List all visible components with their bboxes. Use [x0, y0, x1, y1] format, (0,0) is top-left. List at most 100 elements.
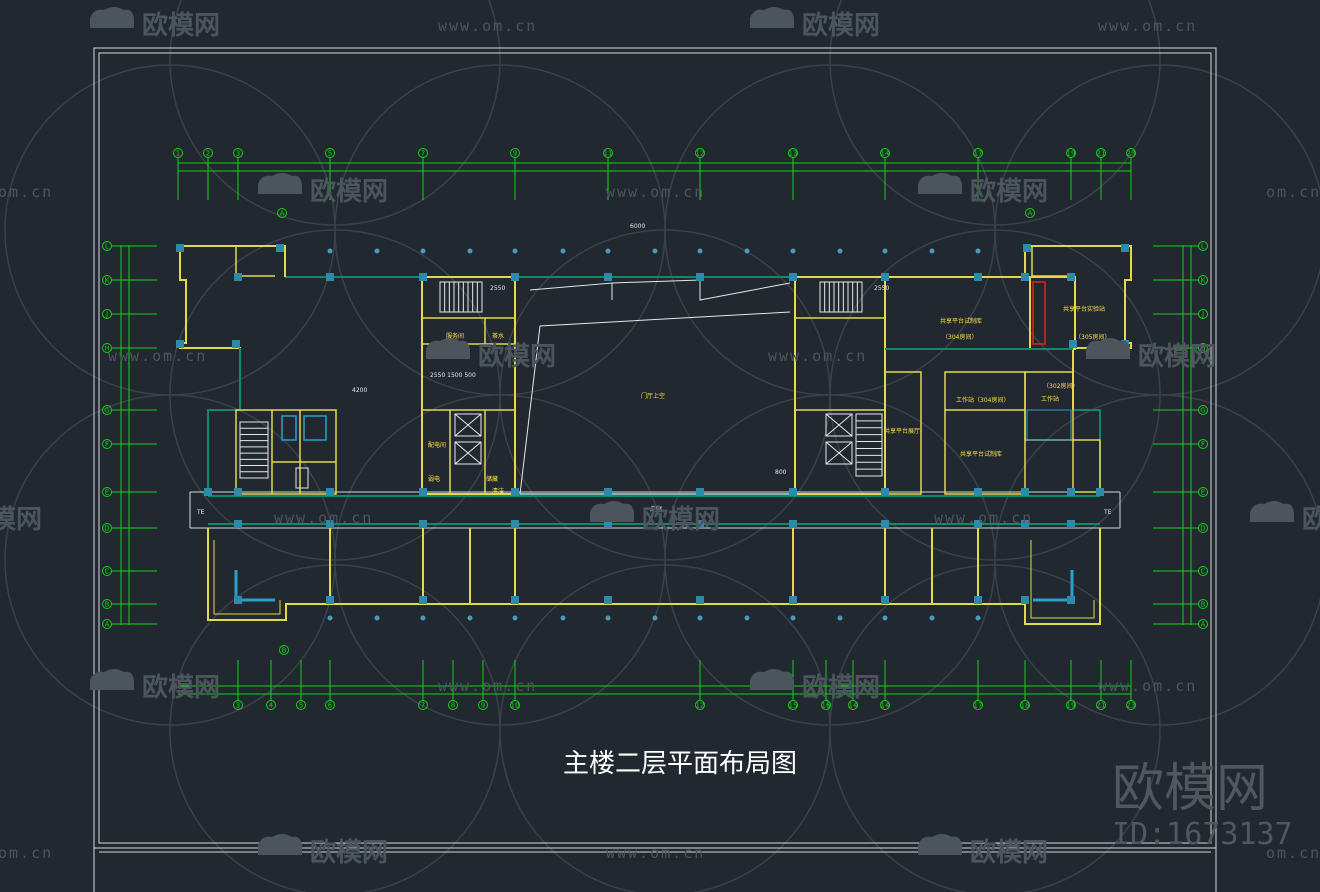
axis-bubble-left [102, 487, 112, 497]
watermark-brand: 欧模网 [918, 834, 1048, 868]
axis-bubble-bottom-label: 3 [236, 702, 240, 710]
watermark-brand-text: 欧模网 [142, 10, 220, 41]
axis-bubble-bottom [1066, 700, 1076, 710]
column-marker [467, 248, 473, 254]
axis-bubble-right [1198, 599, 1208, 609]
column-marker [929, 615, 935, 621]
dimension-lines [120, 162, 1192, 695]
column-marker [560, 615, 566, 621]
sofa-logo-icon [918, 173, 962, 194]
stair-tag-west: 2550 [490, 285, 505, 292]
axis-bubble-top [1096, 148, 1106, 158]
axis-bubble-bottom [1096, 700, 1106, 710]
axis-bubble-bottom-label: 5 [299, 702, 303, 710]
watermark-brand: 欧模网 [1250, 501, 1320, 535]
axis-bubble-top-label: 5 [328, 150, 332, 158]
axis-bubble-top [880, 148, 890, 158]
column-marker [420, 615, 426, 621]
axis-bubble-bottom-label: 10 [511, 702, 520, 710]
axis-bubble-right-label: F [1201, 441, 1205, 449]
column-marker [420, 248, 426, 254]
column-marker [652, 615, 658, 621]
column-marker [975, 615, 981, 621]
column [604, 520, 612, 528]
axis-bubble-left-label: H [104, 345, 109, 353]
sofa-logo-icon [90, 7, 134, 28]
column [604, 596, 612, 604]
column-marker [790, 615, 796, 621]
watermark-brand-text: 欧模网 [1302, 504, 1320, 535]
watermark-url: om.cn [0, 844, 53, 862]
east-lab-top-note: （304房间） [942, 333, 977, 341]
corner-watermark: 欧模网 ID:1673137 [1112, 759, 1293, 852]
axis-bubble-top-label: 13 [789, 150, 798, 158]
axis-bubble-bottom-label: 14 [849, 702, 858, 710]
column [511, 488, 519, 496]
watermark-url: om.cn [1266, 183, 1320, 201]
stair-tag-east: 2550 [874, 285, 889, 292]
watermark-brand-text: 欧模网 [310, 176, 388, 207]
axis-bubble-right-label: L [1201, 243, 1205, 251]
sofa-logo-icon [750, 7, 794, 28]
watermark-url: www.om.cn [274, 509, 373, 527]
axis-bubble-top-label: 23 [1127, 150, 1136, 158]
column [789, 596, 797, 604]
column [419, 596, 427, 604]
east-lab-top-right-note: （305房间） [1075, 333, 1110, 341]
watermark-brand-text: 欧模网 [802, 10, 880, 41]
watermark-url: www.om.cn [768, 347, 867, 365]
watermark-brand-text: 欧模网 [310, 837, 388, 868]
axis-bubble-bottom [821, 700, 831, 710]
column [1067, 273, 1075, 281]
column [234, 520, 242, 528]
east-lab-top-right: 共享平台实验站 [1063, 305, 1105, 313]
corridor-label: 走廊 [650, 505, 662, 513]
axis-bubble-left-label: B [105, 601, 110, 609]
column [511, 520, 519, 528]
axis-bubble-right [1198, 405, 1208, 415]
stair-east-wing [855, 413, 883, 477]
watermark-brand-text: 欧模网 [142, 672, 220, 703]
axis-bubble-right-label: E [1201, 489, 1205, 497]
atrium-dimension-label: 800 [775, 469, 787, 476]
column [1069, 340, 1077, 348]
room-tea: 茶水 [492, 332, 504, 340]
column-marker [697, 615, 703, 621]
axis-bubble-top [695, 148, 705, 158]
room-power: 配电间 [428, 441, 446, 449]
dimension-row-label: 2550 1500 500 [430, 372, 476, 379]
lobby-dimension-label: 4200 [352, 387, 367, 394]
column [232, 340, 240, 348]
axis-bubble-top-label: 3 [236, 150, 240, 158]
sofa-logo-icon [258, 173, 302, 194]
axis-bubble-left [102, 275, 112, 285]
axis-bubble-top [418, 148, 428, 158]
sofa-logo-icon [258, 834, 302, 855]
building-outline [179, 245, 1132, 625]
east-lab-bottom: 共享平台试制库 [960, 450, 1002, 458]
axis-bubble-left-label: A [105, 621, 110, 629]
stair-west-core [439, 281, 483, 313]
watermark-brand: 欧模网 [750, 7, 880, 41]
column-marker [512, 615, 518, 621]
watermark-url: www.om.cn [1098, 677, 1197, 695]
room-clean: 清洁 [492, 487, 504, 495]
axis-bubble-top [1126, 148, 1136, 158]
axis-bubble-bottom-label: 17 [974, 702, 983, 710]
watermark-url: om.cn [1266, 844, 1320, 862]
column [881, 488, 889, 496]
axis-bubble-left [102, 599, 112, 609]
column-marker [882, 248, 888, 254]
column [1021, 488, 1029, 496]
watermark-circle [829, 0, 1161, 226]
watermark-brand: 欧模网 [90, 669, 220, 703]
axis-bubble-top [603, 148, 613, 158]
watermark-brand: 欧模网 [258, 173, 388, 207]
axis-bubble-left-label: L [105, 243, 109, 251]
column [974, 273, 982, 281]
end-tag-right: TE [1103, 509, 1112, 516]
column-marker [327, 615, 333, 621]
column [1021, 596, 1029, 604]
